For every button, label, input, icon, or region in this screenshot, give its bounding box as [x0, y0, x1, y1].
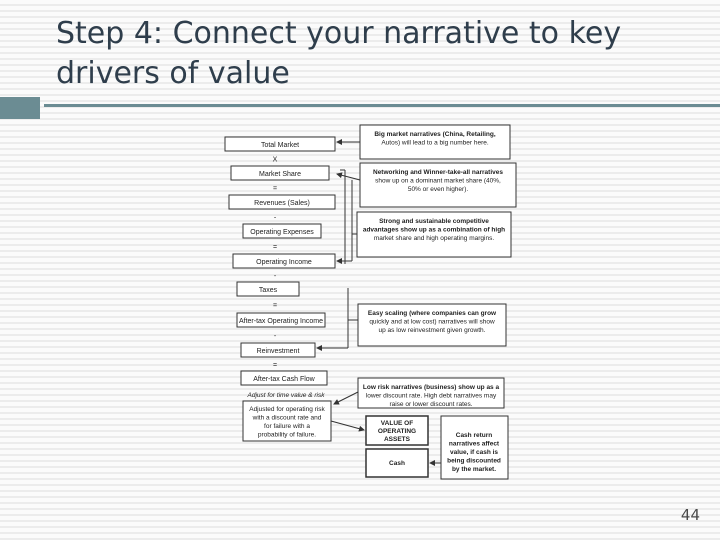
note-box-1	[359, 124, 511, 160]
arrow-to-value	[330, 420, 365, 432]
chain-box-8	[240, 342, 316, 358]
operator-3: -	[274, 215, 277, 222]
chain-label-5: Operating Income	[256, 259, 312, 266]
title-rule	[0, 97, 720, 119]
cash-note-line-3: value, if cash is	[450, 449, 498, 456]
note-box-3	[356, 211, 512, 258]
risk-adjust-line-2: with a discount rate and	[252, 415, 322, 422]
chain-label-8: Reinvestment	[257, 348, 300, 355]
accent-line	[44, 104, 720, 107]
note-box-4	[357, 303, 507, 347]
cash-label: Cash	[389, 460, 405, 467]
note-text-2: Networking and Winner-take-all narrative…	[373, 169, 503, 193]
cash-note-line-1: Cash return	[456, 432, 493, 439]
page-number: 44	[680, 506, 700, 524]
value-line-2: OPERATING	[378, 428, 416, 435]
chain-label-9: After-tax Cash Flow	[253, 376, 315, 383]
note-line-2-1: Networking and Winner-take-all narrative…	[373, 169, 503, 176]
operator-4: =	[273, 244, 277, 251]
note-text-5: Low risk narratives (business) show up a…	[363, 384, 500, 408]
value-line-3: ASSETS	[384, 436, 411, 443]
note-text-1: Big market narratives (China, Retailing,…	[374, 131, 496, 147]
risk-adjust-line-4: probability of failure.	[258, 432, 316, 439]
note-line-1-2: Autos) will lead to a big number here.	[381, 140, 489, 147]
operator-5: -	[274, 273, 277, 280]
note-box-5	[357, 377, 505, 409]
risk-adjust-line-3: for failure with a	[264, 423, 310, 430]
cash-note-line-4: being discounted	[447, 458, 501, 465]
note-line-5-2: lower discount rate. High debt narrative…	[366, 393, 497, 400]
cash-note-line-5: by the market.	[452, 466, 496, 473]
adjust-note: Adjust for time value & risk	[247, 392, 326, 399]
note-line-4-3: up as low reinvestment given growth.	[379, 327, 486, 334]
note-line-4-2: quickly and at low cost) narratives will…	[369, 319, 495, 326]
chain-box-9	[240, 370, 328, 386]
arrow-market-share	[336, 172, 361, 181]
operator-8: =	[273, 362, 277, 369]
chain-label-1: Total Market	[261, 142, 299, 149]
value-line-1: VALUE OF	[381, 420, 413, 427]
operator-1: X	[273, 157, 278, 164]
slide-title: Step 4: Connect your narrative to key dr…	[56, 16, 622, 91]
chain-label-3: Revenues (Sales)	[254, 200, 310, 207]
chain-box-2	[230, 165, 330, 181]
note-text-4: Easy scaling (where companies can grow qu…	[368, 310, 497, 334]
chain-label-7: After-tax Operating Income	[239, 318, 323, 325]
note-line-3-3: market share and high operating margins.	[374, 235, 495, 242]
risk-adjust-line-1: Adjusted for operating risk	[249, 406, 325, 413]
chain-box-1	[224, 136, 336, 152]
chain-label-4: Operating Expenses	[250, 229, 314, 236]
note-line-2-2: show up on a dominant market share (40%,	[375, 178, 501, 185]
chain-box-6	[236, 281, 300, 297]
arrow-risk-adjust	[333, 391, 359, 405]
chain-box-4	[242, 223, 322, 239]
chain-label-2: Market Share	[259, 171, 301, 178]
note-line-5-1: Low risk narratives (business) show up a…	[363, 384, 500, 391]
note-line-3-1: Strong and sustainable competitive	[379, 218, 489, 225]
note-line-2-3: 50% or even higher).	[408, 186, 469, 193]
note-line-3-2: advantages show up as a combination of h…	[363, 227, 505, 234]
note-line-1-1: Big market narratives (China, Retailing,	[374, 131, 496, 138]
chain-box-7	[236, 312, 326, 328]
risk-adjust-box	[242, 400, 332, 442]
note-text-3: Strong and sustainable competitive advant…	[363, 218, 505, 242]
cash-box	[365, 448, 429, 478]
note-box-2	[359, 162, 517, 208]
cash-note-line-2: narratives affect	[449, 441, 500, 448]
note-line-4-1: Easy scaling (where companies can grow	[368, 310, 497, 317]
value-box	[365, 415, 429, 446]
accent-block	[0, 97, 40, 119]
operator-6: =	[273, 303, 277, 310]
chain-box-3	[228, 194, 336, 210]
operator-2: =	[273, 186, 277, 193]
note-line-5-3: raise or lower discount rates.	[389, 401, 472, 408]
operator-7: -	[274, 333, 277, 340]
chain-box-5	[232, 253, 336, 269]
cash-note-box	[440, 415, 509, 480]
chain-label-6: Taxes	[259, 287, 278, 294]
